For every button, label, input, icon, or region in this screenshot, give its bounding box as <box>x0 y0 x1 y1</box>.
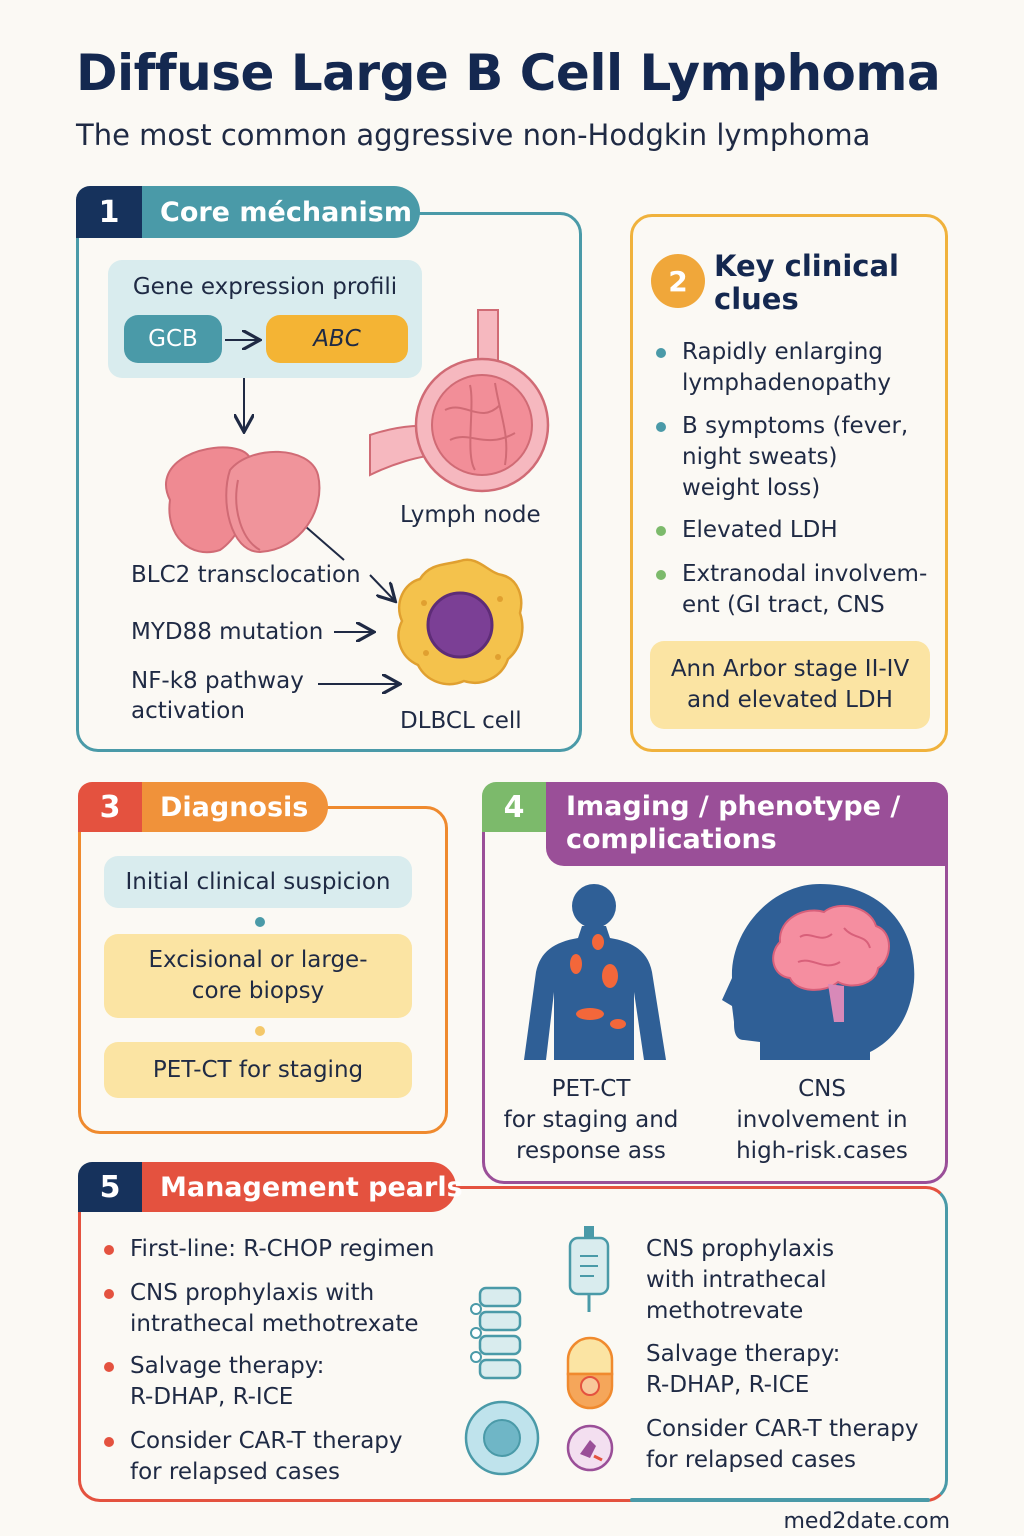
pearl-right-2-line1: Salvage therapy: <box>646 1341 841 1367</box>
section4-title: Imaging / phenotype / complications <box>546 782 948 866</box>
clue-item-3: Elevated LDH <box>682 515 838 546</box>
pearl-left-3: Salvage therapy: R-DHAP, R-ICE <box>130 1351 324 1413</box>
gcb-badge: GCB <box>124 315 222 363</box>
clue-2-line1: B symptoms (fever, <box>682 413 909 439</box>
pearl-right-1-line2: with intrathecal <box>646 1267 827 1293</box>
cns-caption: CNS involvement in high-risk.cases <box>724 1074 920 1167</box>
section2-title-line2: clues <box>714 282 799 316</box>
step-connector-dot <box>255 917 265 927</box>
pearl-left-4-line2: for relapsed cases <box>130 1459 341 1485</box>
brain-head-icon <box>722 884 915 1060</box>
b-cells-icon <box>165 446 321 554</box>
blc2-label: BLC2 transclocation <box>131 562 361 588</box>
clue-2-line3: weight loss) <box>682 475 821 501</box>
pearl-left-1: First-line: R-CHOP regimen <box>130 1234 434 1265</box>
clue-2-line2: night sweats) <box>682 444 838 470</box>
pearl-right-2: Salvage therapy: R-DHAP, R-ICE <box>646 1339 840 1401</box>
clue-3-line1: Elevated LDH <box>682 517 838 543</box>
bullet-dot <box>104 1245 114 1255</box>
petct-caption-line1: PET-CT <box>551 1076 631 1102</box>
section3-number: 3 <box>78 782 142 832</box>
petct-caption: PET-CT for staging and response ass <box>496 1074 686 1167</box>
spine-icon <box>470 1286 522 1380</box>
gene-expression-label: Gene expression profili <box>132 274 398 300</box>
pearl-left-3-line1: Salvage therapy: <box>130 1353 325 1379</box>
clue-1-line2: lymphadenopathy <box>682 370 891 396</box>
section1-title: Core méchanism <box>142 186 420 238</box>
lymph-node-icon <box>369 309 550 493</box>
section2-title-line1: Key clinical <box>714 249 899 283</box>
bullet-dot <box>104 1362 114 1372</box>
section4-number: 4 <box>482 782 546 832</box>
bullet-dot <box>656 526 666 536</box>
cns-caption-line3: high-risk.cases <box>736 1138 908 1164</box>
diagnosis-step-1: Initial clinical suspicion <box>104 856 412 908</box>
section5-title: Management pearls <box>142 1162 463 1212</box>
section2-title: Key clinical clues <box>714 250 899 316</box>
bullet-dot <box>656 348 666 358</box>
abc-badge: ABC <box>266 315 408 363</box>
section5-number: 5 <box>78 1162 142 1212</box>
clue-item-2: B symptoms (fever, night sweats) weight … <box>682 411 908 504</box>
pearl-left-3-line2: R-DHAP, R-ICE <box>130 1384 294 1410</box>
section2-frame <box>630 214 948 752</box>
iv-bag-icon <box>568 1226 610 1312</box>
step-connector-dot <box>255 1026 265 1036</box>
step2-line1: Excisional or large- <box>148 947 368 973</box>
pearl-right-3-line1: Consider CAR-T therapy <box>646 1416 919 1442</box>
section3-title: Diagnosis <box>142 782 328 832</box>
myd88-label: MYD88 mutation <box>131 619 324 645</box>
pearl-left-4-line1: Consider CAR-T therapy <box>130 1428 403 1454</box>
bullet-dot <box>656 422 666 432</box>
ann-arbor-highlight: Ann Arbor stage II-IV and elevated LDH <box>650 641 930 729</box>
pearl-right-1-line3: methotrevate <box>646 1298 804 1324</box>
section5-frame-accent <box>630 1498 930 1502</box>
footer-site[interactable]: med2date.com <box>783 1509 950 1534</box>
section4-title-line1: Imaging / phenotype / <box>566 791 901 822</box>
dlbcl-cell-label: DLBCL cell <box>400 708 522 734</box>
cns-caption-line2: involvement in <box>736 1107 908 1133</box>
clue-4-line2: ent (GI tract, CNS <box>682 592 885 618</box>
cns-caption-line1: CNS <box>798 1076 846 1102</box>
body-petct-icon <box>524 884 666 1060</box>
car-t-cell-icon <box>566 1424 614 1472</box>
highlight-line1: Ann Arbor stage II-IV <box>670 656 910 682</box>
bullet-dot <box>656 570 666 580</box>
clue-4-line1: Extranodal involvem- <box>682 561 928 587</box>
step2-line2: core biopsy <box>191 978 325 1004</box>
pearl-right-3-line2: for relapsed cases <box>646 1447 857 1473</box>
clue-item-4: Extranodal involvem- ent (GI tract, CNS <box>682 559 927 621</box>
page-title: Diffuse Large B Cell Lymphoma <box>76 44 941 102</box>
petct-caption-line3: response ass <box>516 1138 666 1164</box>
cell-icon <box>464 1400 540 1476</box>
clue-1-line1: Rapidly enlarging <box>682 339 883 365</box>
pearl-right-1: CNS prophylaxis with intrathecal methotr… <box>646 1234 834 1327</box>
highlight-line2: and elevated LDH <box>687 687 893 713</box>
bullet-dot <box>104 1437 114 1447</box>
nfkb-label-line1: NF-k8 pathway <box>131 668 304 694</box>
section5-frame <box>78 1186 948 1502</box>
diagnosis-step-2: Excisional or large- core biopsy <box>104 934 412 1018</box>
bullet-dot <box>104 1289 114 1299</box>
pearl-right-1-line1: CNS prophylaxis <box>646 1236 835 1262</box>
pearl-right-3: Consider CAR-T therapy for relapsed case… <box>646 1414 919 1476</box>
dlbcl-cell-icon <box>397 558 524 686</box>
page-subtitle: The most common aggressive non-Hodgkin l… <box>76 118 871 152</box>
section4-title-line2: complications <box>566 824 777 855</box>
section1-number: 1 <box>76 186 142 238</box>
nfkb-label-line2: activation <box>131 698 245 724</box>
section2-number: 2 <box>651 254 705 308</box>
pearl-left-2-line2: intrathecal methotrexate <box>130 1311 419 1337</box>
lymph-node-label: Lymph node <box>400 502 541 528</box>
pearl-left-4: Consider CAR-T therapy for relapsed case… <box>130 1426 403 1488</box>
petct-caption-line2: for staging and <box>503 1107 679 1133</box>
pearl-left-1-line1: First-line: R-CHOP regimen <box>130 1236 435 1262</box>
capsule-icon <box>566 1336 614 1410</box>
clue-item-1: Rapidly enlarging lymphadenopathy <box>682 337 891 399</box>
pearl-left-2: CNS prophylaxis with intrathecal methotr… <box>130 1278 419 1340</box>
pearl-right-2-line2: R-DHAP, R-ICE <box>646 1372 810 1398</box>
pearl-left-2-line1: CNS prophylaxis with <box>130 1280 375 1306</box>
diagnosis-step-3: PET-CT for staging <box>104 1042 412 1098</box>
